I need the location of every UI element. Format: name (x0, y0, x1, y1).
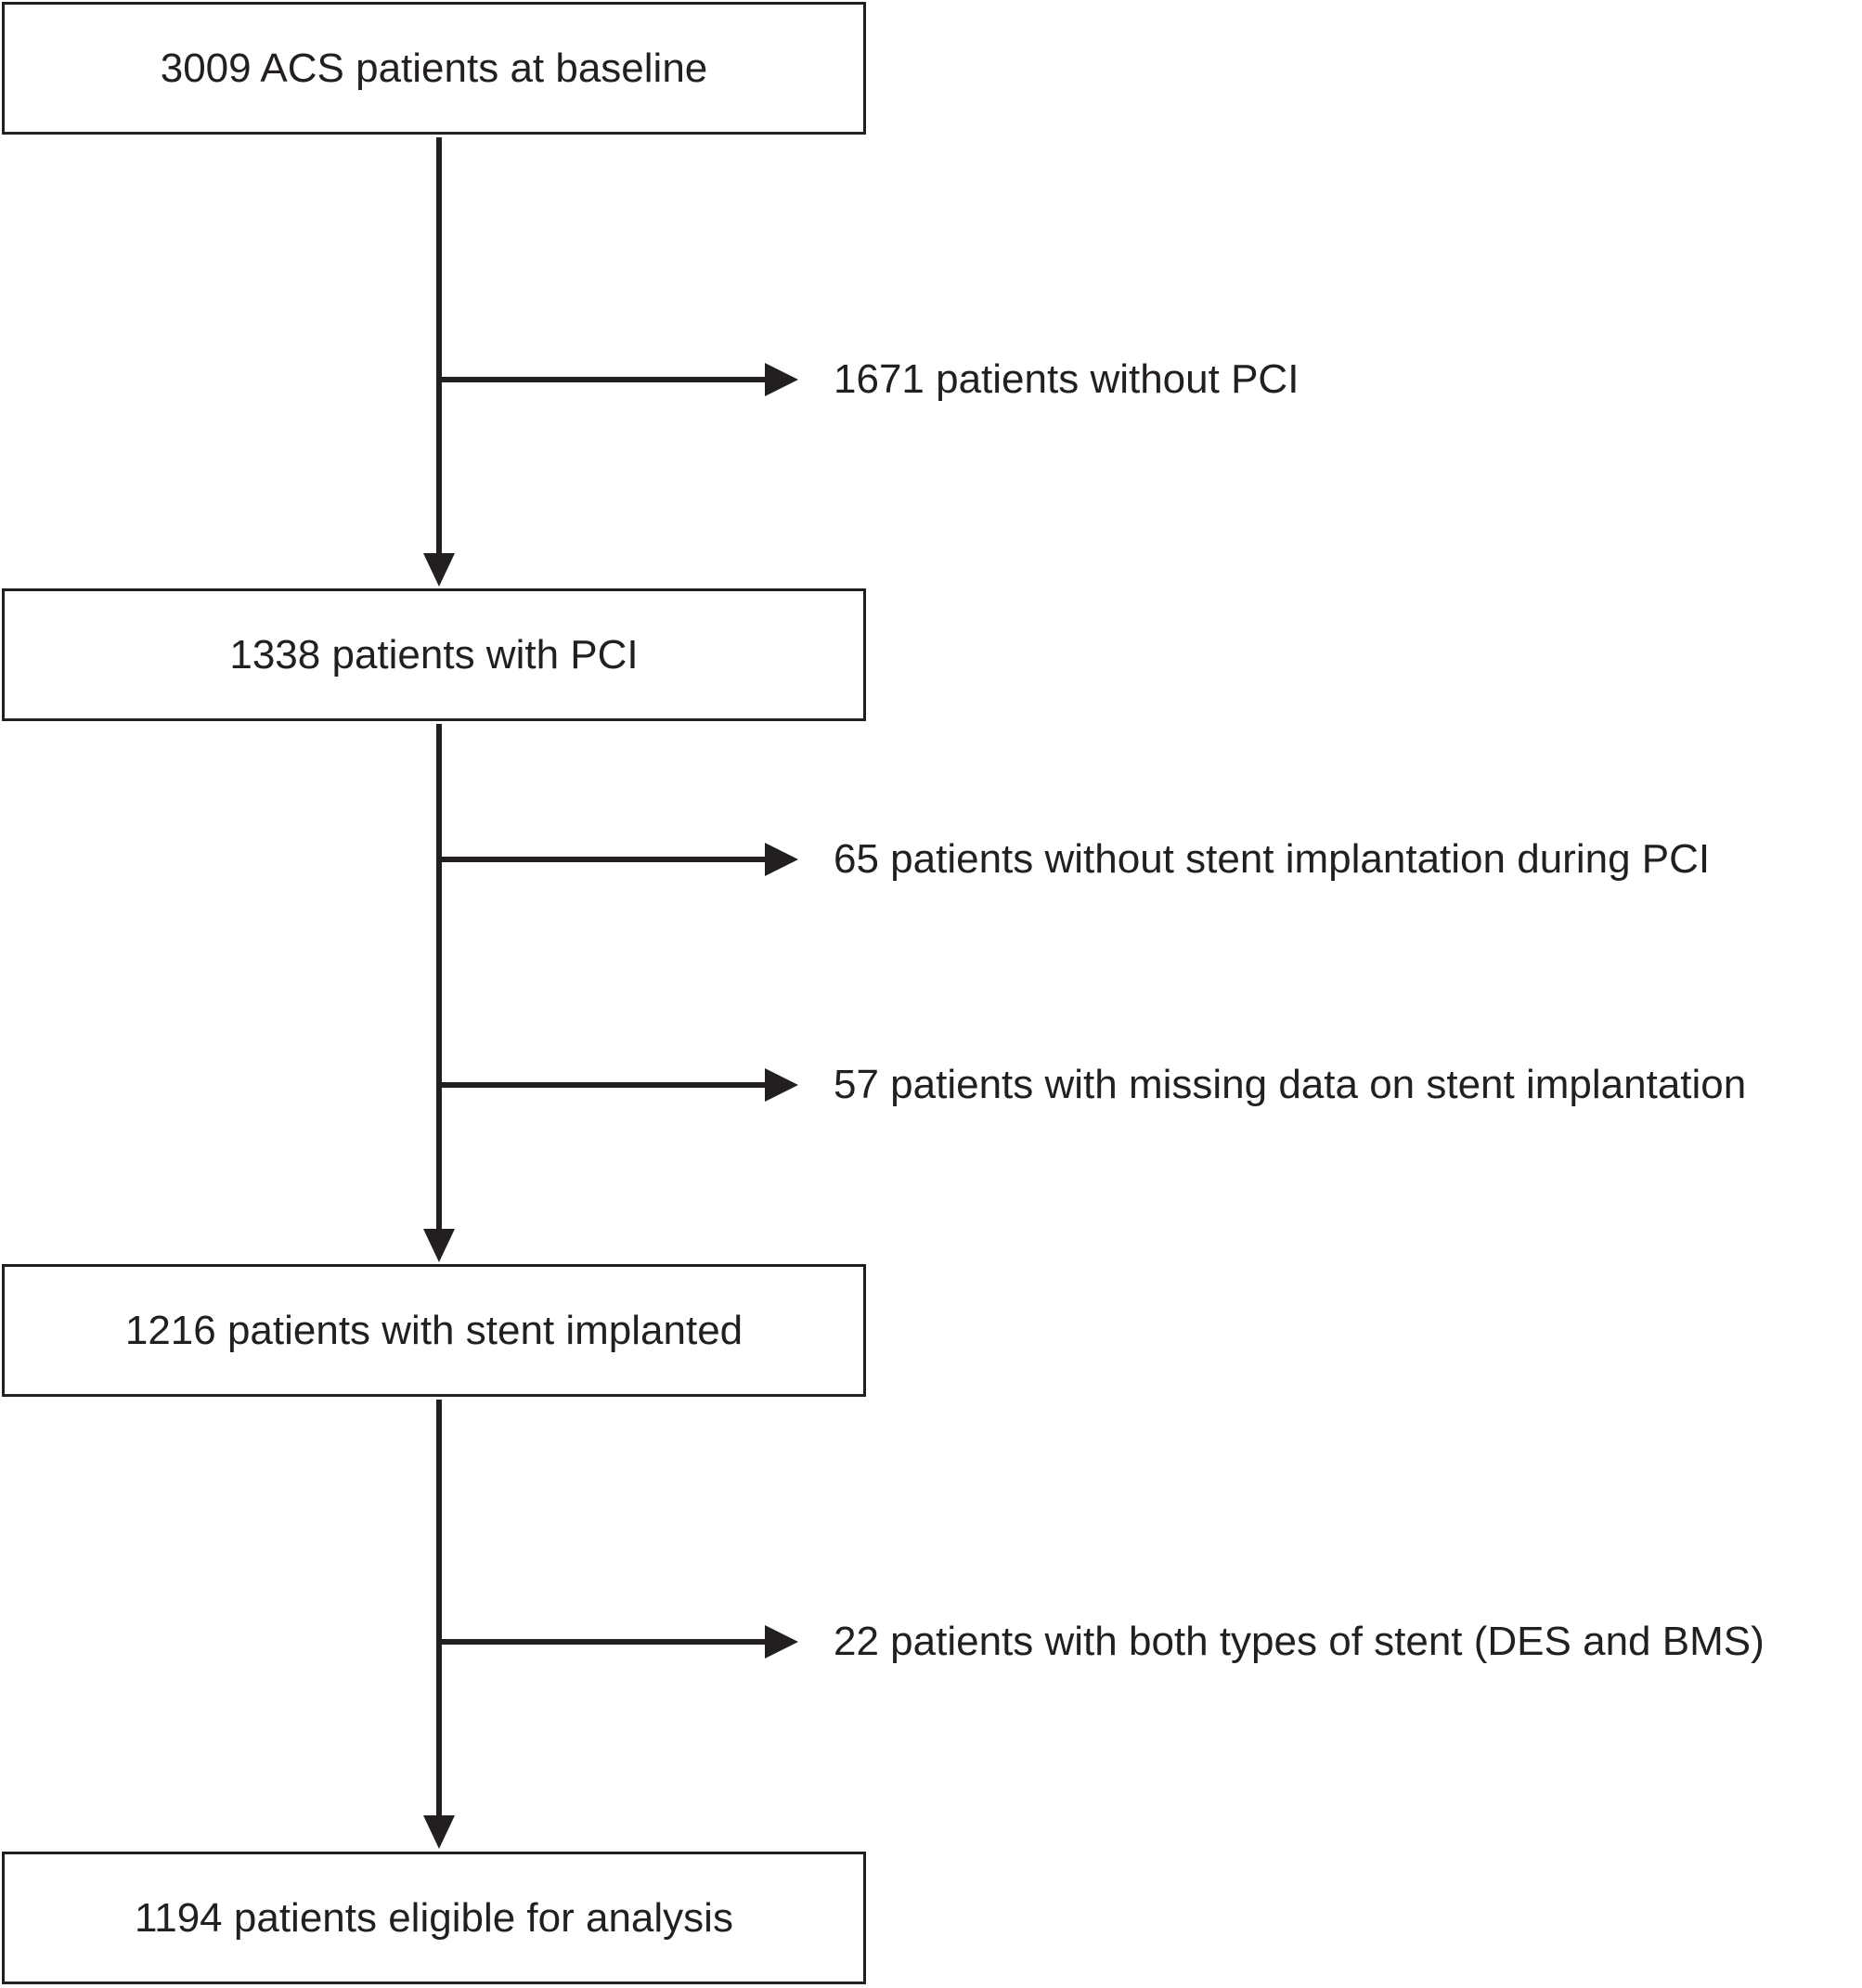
arrowhead-right-4 (765, 1625, 798, 1659)
box-with-pci-label: 1338 patients with PCI (229, 631, 639, 678)
arrowhead-right-2 (765, 843, 798, 876)
arrowhead-right-1 (765, 363, 798, 396)
exclusion-no-stent: 65 patients without stent implantation d… (834, 836, 1711, 882)
exclusion-both-stents: 22 patients with both types of stent (DE… (834, 1619, 1765, 1664)
box-baseline-label: 3009 ACS patients at baseline (160, 45, 708, 91)
arrowhead-down-1 (423, 553, 455, 587)
exclusion-missing-data: 57 patients with missing data on stent i… (834, 1062, 1747, 1107)
box-baseline: 3009 ACS patients at baseline (2, 2, 866, 135)
box-eligible: 1194 patients eligible for analysis (2, 1852, 866, 1984)
arrowhead-right-3 (765, 1068, 798, 1102)
box-stent-implanted-label: 1216 patients with stent implanted (124, 1307, 744, 1353)
box-eligible-label: 1194 patients eligible for analysis (135, 1894, 733, 1941)
arrowhead-down-3 (423, 1815, 455, 1849)
exclusion-without-pci: 1671 patients without PCI (834, 356, 1300, 402)
arrowhead-down-2 (423, 1229, 455, 1262)
box-with-pci: 1338 patients with PCI (2, 588, 866, 721)
box-stent-implanted: 1216 patients with stent implanted (2, 1264, 866, 1397)
